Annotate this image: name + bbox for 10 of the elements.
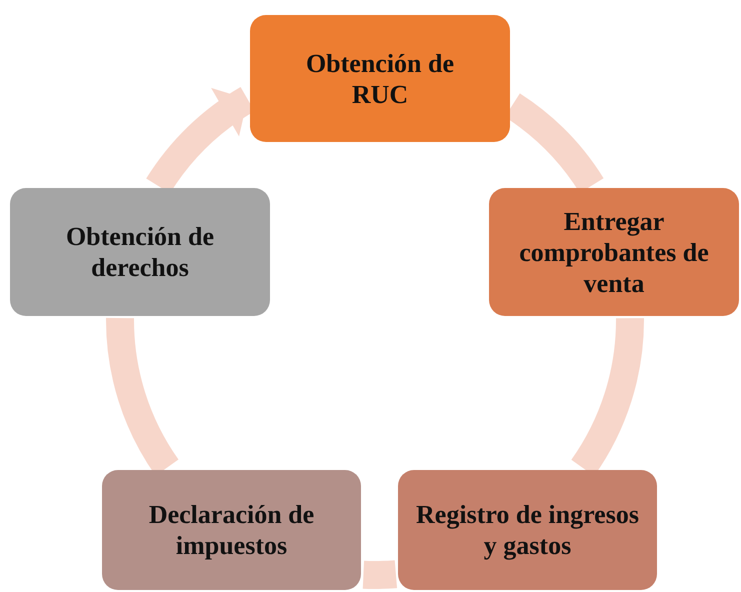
box-label: Entregar comprobantes de venta — [518, 206, 710, 298]
box-label: Obtención de derechos — [64, 221, 216, 283]
process-box — [489, 188, 739, 316]
box-label: Registro de ingresos y gastos — [415, 499, 640, 561]
process-box — [102, 470, 361, 590]
box-label: Declaración de impuestos — [148, 499, 316, 561]
process-box — [250, 15, 510, 142]
process-box — [10, 188, 270, 316]
box-label: Obtención de RUC — [304, 48, 456, 110]
process-box — [398, 470, 657, 590]
